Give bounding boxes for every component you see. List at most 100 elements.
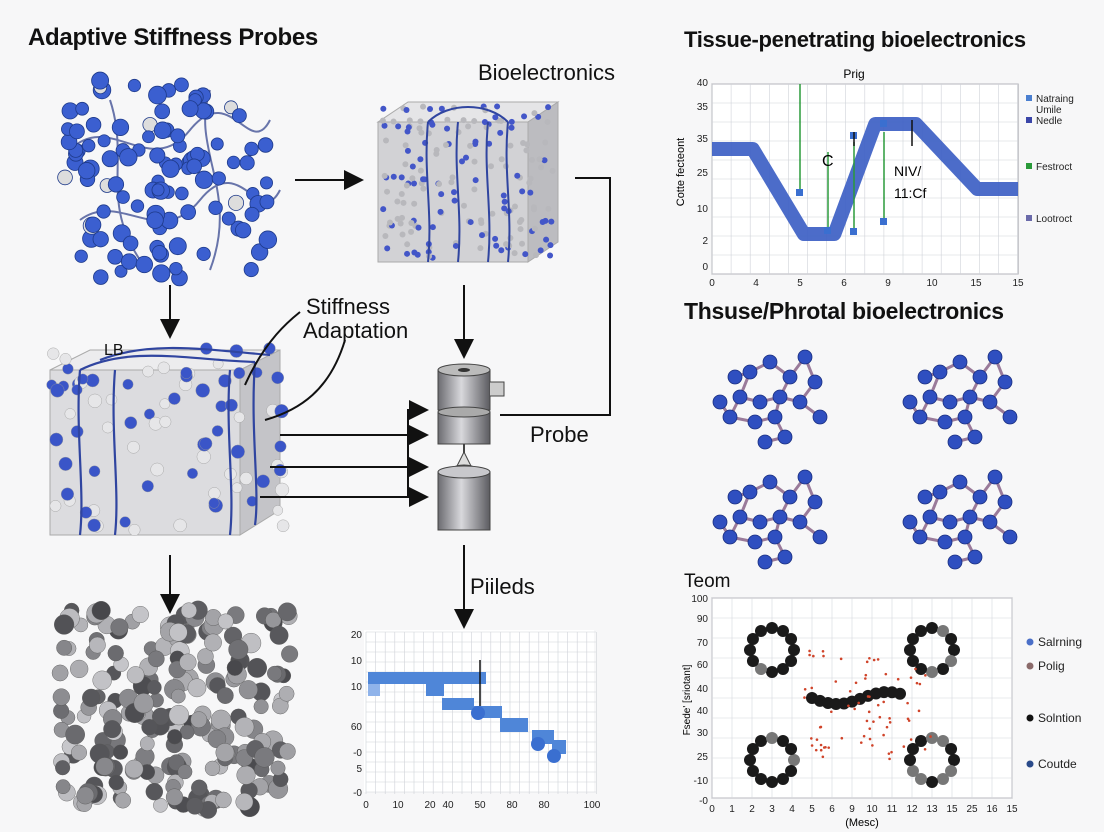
chart-step (426, 672, 486, 684)
atom-sphere (922, 509, 938, 525)
rt-chart-title: Prig (843, 67, 864, 81)
scatter-point (785, 633, 798, 645)
cube-particle (394, 215, 401, 222)
atom-sphere (81, 138, 96, 153)
cube-particle (420, 103, 427, 110)
scatter-dot (906, 717, 910, 721)
grey-sphere (56, 639, 72, 656)
cube-particle (409, 175, 416, 182)
cube-particle (379, 117, 386, 124)
cube-particle (159, 398, 171, 410)
grey-sphere (153, 797, 168, 813)
scatter-point (746, 655, 759, 667)
x-tick-label: 80 (538, 800, 550, 811)
y-tick-label: 35 (697, 102, 709, 113)
atom-sphere (180, 204, 197, 221)
grey-sphere (253, 699, 269, 715)
cube-particle (527, 189, 534, 196)
scatter-dot (827, 746, 831, 749)
scatter-dot (808, 649, 811, 653)
y-tick-label: 70 (697, 638, 709, 649)
scatter-dot (909, 676, 913, 679)
grey-sphere (281, 645, 299, 663)
atom-sphere (722, 409, 738, 425)
atom-sphere (797, 349, 813, 365)
atom-sphere (122, 235, 139, 252)
grey-sphere (267, 665, 283, 681)
legend-label: Polig (1038, 659, 1065, 673)
atom-sphere (69, 123, 85, 140)
atom-sphere (84, 216, 102, 233)
chart-point (471, 706, 485, 720)
atom-sphere (96, 204, 111, 219)
cube-particle (429, 224, 436, 231)
cube-particle (463, 154, 470, 161)
grey-sphere (265, 611, 282, 629)
scatter-dot (878, 715, 882, 719)
atom-sphere (782, 369, 798, 385)
right-mid-title: Thsuse/Phrotal bioelectronics (684, 298, 1004, 324)
scatter-dot (876, 658, 880, 661)
cube-particle (498, 117, 505, 124)
cube-particle (384, 188, 391, 195)
cube-particle (481, 119, 488, 126)
scatter-dot (864, 673, 868, 677)
scatter-dot (868, 727, 872, 730)
atom-sphere (151, 245, 168, 261)
cube-particle (497, 129, 504, 136)
atom-sphere (258, 230, 278, 249)
atom-sphere (917, 369, 933, 385)
grey-sphere (89, 636, 106, 654)
atom-sphere (101, 150, 119, 168)
scatter-dot (890, 750, 893, 754)
atom-sphere (757, 434, 773, 450)
cube-particle (433, 147, 440, 154)
cube-particle (381, 172, 388, 179)
cube-particle (517, 226, 524, 233)
cube-particle (535, 113, 542, 120)
x-tick-label: 9 (885, 278, 891, 289)
atom-sphere (997, 374, 1013, 390)
scatter-dot (853, 707, 856, 711)
grey-sphere (180, 602, 197, 619)
y-tick-label: -0 (699, 796, 708, 807)
cube-particle (406, 117, 413, 124)
atom-sphere (239, 155, 255, 171)
atom-sphere (181, 100, 199, 118)
scatter-point (915, 624, 927, 637)
scatter-dot (815, 738, 819, 741)
scatter-dot (896, 677, 900, 681)
cube-particle (548, 218, 555, 225)
atom-sphere (712, 514, 728, 530)
grey-sphere (107, 645, 124, 662)
atom-sphere (752, 514, 768, 530)
atom-sphere (92, 231, 109, 248)
y-tick-label: -0 (353, 748, 362, 759)
scatter-point (945, 633, 958, 645)
scatter-dot (865, 660, 869, 664)
scatter-point (945, 765, 958, 777)
cube-particle (516, 219, 523, 226)
cube-particle (187, 468, 198, 479)
cube-particle (119, 516, 131, 528)
scatter-dot (810, 737, 813, 740)
atom-sphere (812, 529, 828, 545)
scatter-dot (915, 681, 919, 685)
grey-sphere (124, 759, 144, 779)
atom-sphere (807, 374, 823, 390)
grey-sphere (168, 704, 189, 726)
grey-sphere (191, 779, 208, 796)
cube-particle (276, 519, 290, 533)
atom-sphere (932, 484, 948, 500)
chart-point (547, 749, 561, 763)
scatter-dot (868, 656, 871, 660)
scatter-dot (847, 704, 850, 708)
grey-sphere (171, 688, 186, 704)
scatter-dot (812, 654, 815, 658)
legend-label: Salrning (1038, 635, 1082, 649)
cube-particle (541, 157, 548, 164)
atom-sphere (727, 489, 743, 505)
cube-particle (408, 220, 415, 227)
y-tick-label: 90 (697, 614, 709, 625)
atom-sphere (146, 211, 164, 229)
